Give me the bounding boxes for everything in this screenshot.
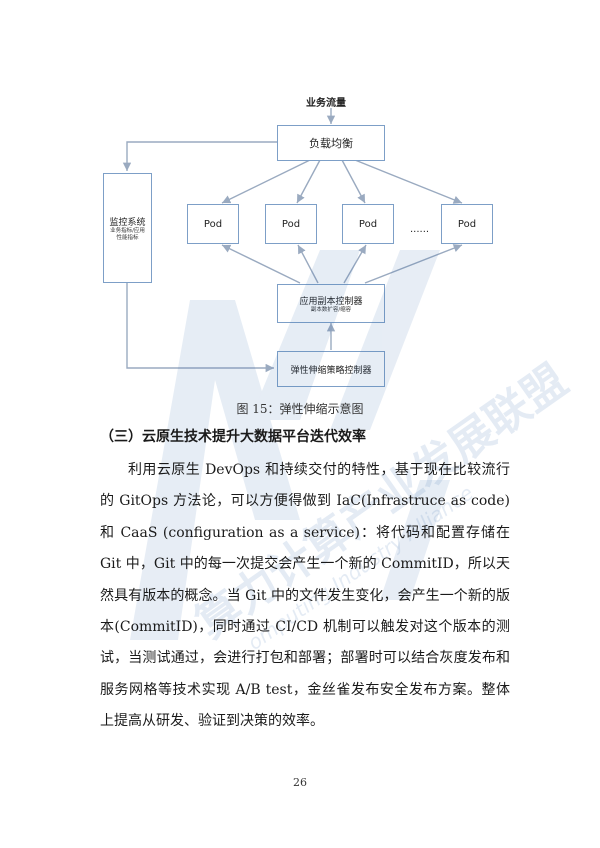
pod-label: Pod <box>358 218 378 230</box>
arrow-rc-to-pod-1 <box>221 244 301 284</box>
diagram-connectors <box>122 108 463 373</box>
monitor-metrics-label-2: 性能指标 <box>116 234 139 241</box>
monitor-system-box: 监控系统 业务指标/应用 性能指标 <box>103 173 152 283</box>
pod-ellipsis: ...... <box>410 224 430 235</box>
pod-box-3: Pod <box>342 204 394 244</box>
arrow-rc-to-pod-2 <box>297 244 319 284</box>
arrow-lb-to-pod-2 <box>296 159 321 204</box>
replica-controller-box: 应用副本控制器 副本数扩容/缩容 <box>277 284 385 323</box>
autoscaler-label: 弹性伸缩策略控制器 <box>290 365 372 376</box>
pod-box-1: Pod <box>187 204 239 244</box>
replica-scaling-label: 副本数扩容/缩容 <box>310 306 352 313</box>
arrow-lb-to-pod-3 <box>341 159 366 204</box>
pod-label: Pod <box>203 218 223 230</box>
autoscaler-box: 弹性伸缩策略控制器 <box>277 351 385 387</box>
load-balancer-label: 负载均衡 <box>309 137 353 150</box>
section-heading: （三）云原生技术提升大数据平台迭代效率 <box>100 429 366 445</box>
traffic-label: 业务流量 <box>306 98 346 109</box>
elastic-scaling-diagram: 业务流量 负载均衡 监控系统 业务指标/应用 性能指标 Pod Pod Pod … <box>0 0 600 400</box>
arrow-rc-to-pod-4 <box>364 244 463 284</box>
pod-label: Pod <box>457 218 477 230</box>
pod-box-4: Pod <box>441 204 493 244</box>
arrow-lb-to-monitor <box>122 141 277 171</box>
figure-caption: 图 15：弹性伸缩示意图 <box>236 402 364 416</box>
arrow-rc-to-pod-3 <box>343 244 367 284</box>
pod-box-2: Pod <box>265 204 317 244</box>
page-number: 26 <box>293 776 307 789</box>
arrow-lb-to-pod-1 <box>221 159 311 204</box>
monitor-system-label: 监控系统 <box>109 217 146 228</box>
replica-controller-label: 应用副本控制器 <box>299 296 363 307</box>
arrow-lb-to-pod-4 <box>354 159 463 204</box>
arrow-monitor-to-autoscaler <box>126 283 274 373</box>
body-paragraph: 利用云原生 DevOps 和持续交付的特性，基于现在比较流行的 GitOps 方… <box>100 462 510 730</box>
pod-label: Pod <box>281 218 301 230</box>
monitor-metrics-label-1: 业务指标/应用 <box>110 227 145 234</box>
load-balancer-box: 负载均衡 <box>277 125 385 161</box>
